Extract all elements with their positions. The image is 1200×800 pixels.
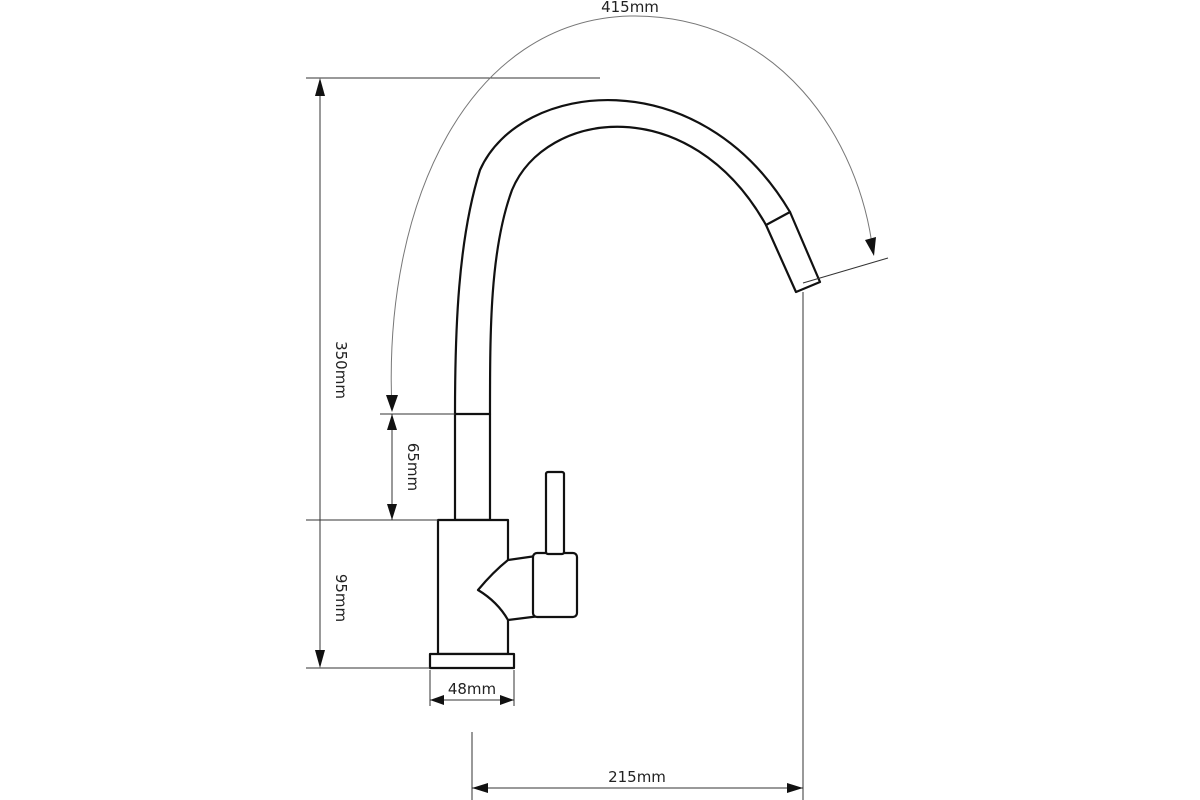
- handle-lever: [544, 470, 566, 556]
- spout-inner-edge: [488, 125, 768, 416]
- label-body-height: 95mm: [332, 574, 350, 622]
- label-arc-length: 415mm: [601, 0, 659, 16]
- neck-sleeve: [453, 412, 492, 522]
- handle-cap: [531, 551, 579, 619]
- label-neck-height: 65mm: [404, 443, 422, 491]
- dim-total-height: 350mm 95mm: [314, 78, 350, 668]
- dim-arc-length: 415mm: [386, 0, 876, 412]
- dim-base-width: 48mm: [430, 680, 514, 705]
- spout-outer-edge: [453, 99, 792, 416]
- spout-head: [764, 210, 822, 294]
- extension-lines: [306, 77, 889, 800]
- label-reach: 215mm: [608, 768, 666, 786]
- dim-neck-height: 65mm: [387, 414, 422, 520]
- base-plate: [428, 652, 516, 670]
- label-base-width: 48mm: [448, 680, 496, 698]
- faucet-outline: [428, 99, 822, 670]
- dim-reach: 215mm: [472, 768, 803, 793]
- handle-connector: [476, 554, 542, 622]
- label-total-height: 350mm: [332, 341, 350, 399]
